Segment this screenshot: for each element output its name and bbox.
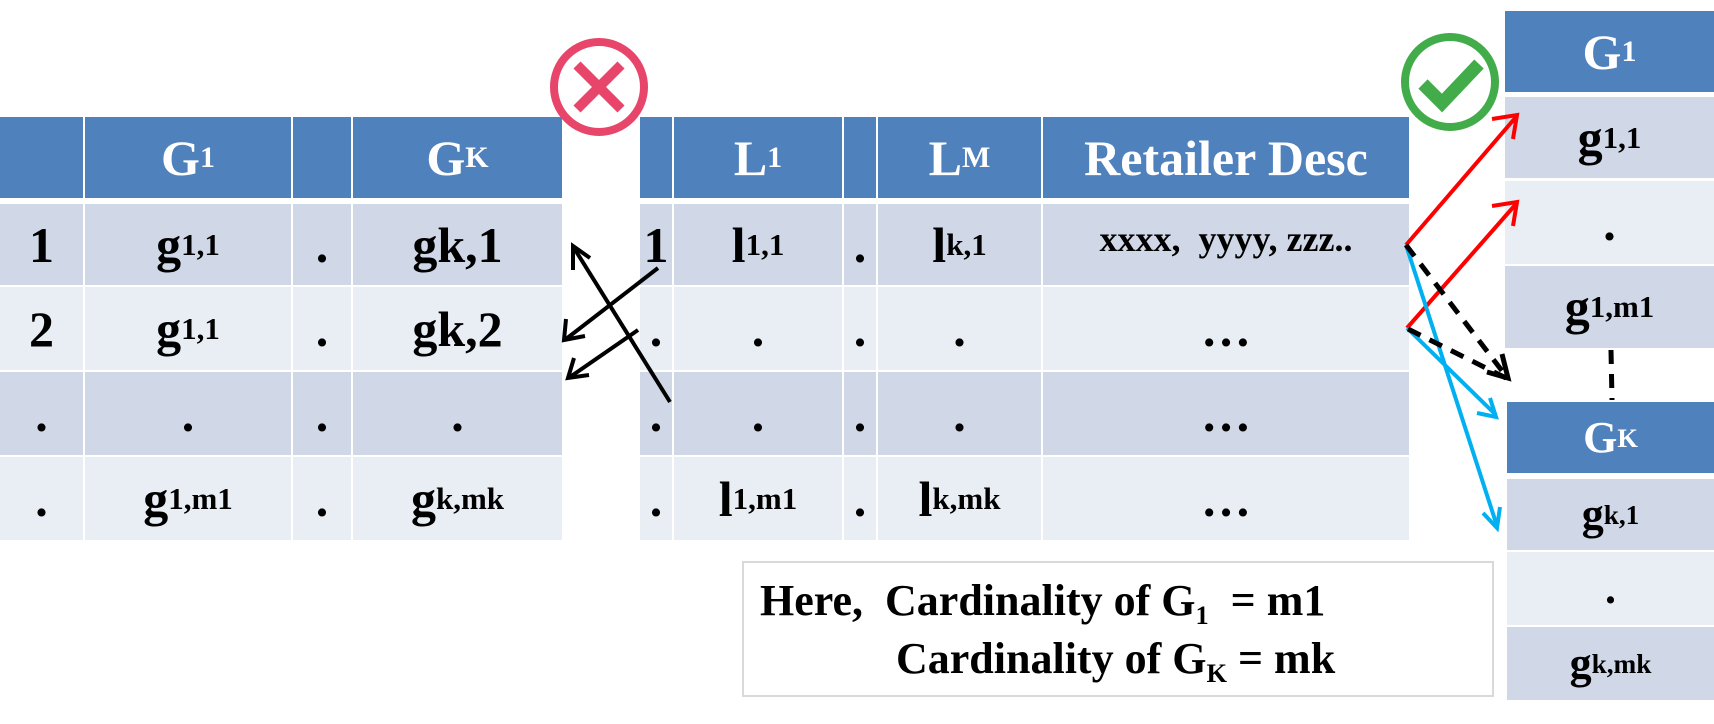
check-circle-icon	[1401, 33, 1499, 131]
blue-arrows-to-gk	[1404, 244, 1502, 533]
wrong-mapping-arrows	[561, 242, 672, 404]
middle-header-retailer-desc: Retailer Desc	[1043, 117, 1409, 198]
table-cell: .	[293, 204, 351, 285]
table-cell: .	[85, 372, 291, 455]
table-cell: .	[674, 287, 842, 370]
table-cell: gk,2	[353, 287, 562, 370]
middle-header-index	[640, 117, 672, 198]
table-cell: .	[640, 287, 672, 370]
table-cell: 1	[0, 204, 83, 285]
note-line-1: Here, Cardinality of G1 = m1	[760, 576, 1326, 631]
table-cell: .	[353, 372, 562, 455]
table-cell: .	[878, 372, 1041, 455]
cardinality-note: Here, Cardinality of G1 = m1 Cardinality…	[742, 561, 1494, 697]
table-cell: .	[878, 287, 1041, 370]
left-header-ellipsis	[293, 117, 351, 198]
left-header-index	[0, 117, 83, 198]
table-cell: .	[293, 287, 351, 370]
table-cell: 2	[0, 287, 83, 370]
table-cell: .	[1505, 181, 1714, 264]
table-cell: .	[293, 372, 351, 455]
table-cell: .	[293, 457, 351, 540]
retailer-desc-cell: xxxx, yyyy, zzz..	[1043, 204, 1409, 285]
middle-header-ellipsis	[844, 117, 876, 198]
note-line-2: Cardinality of GK = mk	[896, 634, 1336, 689]
table-cell: .	[0, 372, 83, 455]
x-circle-icon	[550, 38, 648, 136]
table-cell: .	[674, 372, 842, 455]
dashed-arrowheads	[1486, 353, 1512, 382]
retailer-desc-cell: …	[1043, 287, 1409, 370]
table-cell: .	[1507, 552, 1714, 625]
table-cell: .	[0, 457, 83, 540]
table-cell: .	[844, 204, 876, 285]
table-cell: 1	[640, 204, 672, 285]
table-cell: .	[844, 287, 876, 370]
table-cell: .	[844, 457, 876, 540]
retailer-desc-cell: …	[1043, 372, 1409, 455]
table-cell: .	[640, 457, 672, 540]
table-cell: .	[640, 372, 672, 455]
table-cell: gk,1	[353, 204, 562, 285]
dashed-arrows	[1404, 243, 1615, 401]
table-cell: .	[844, 372, 876, 455]
retailer-desc-cell: …	[1043, 457, 1409, 540]
